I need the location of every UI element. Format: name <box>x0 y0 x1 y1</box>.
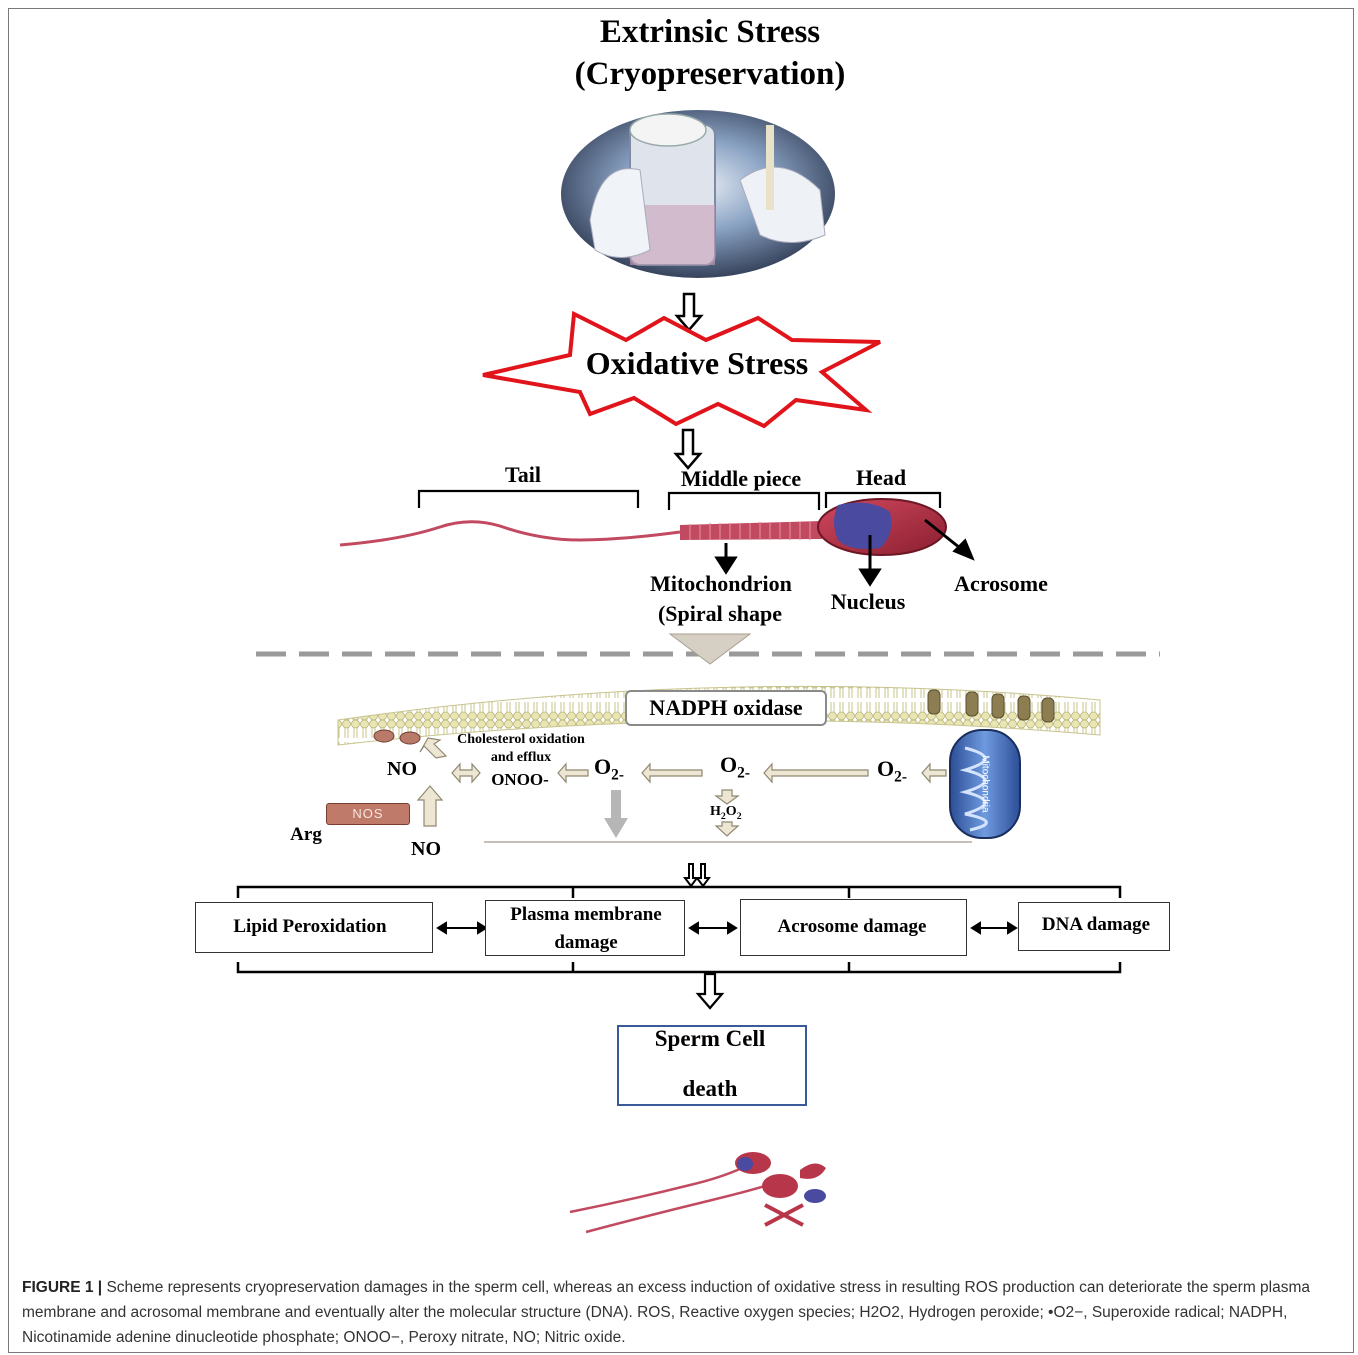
acrosome-label: Acrosome <box>954 571 1048 596</box>
oxidative-stress-burst <box>482 310 881 429</box>
structure-arrows <box>714 518 975 587</box>
down-arrow-2 <box>673 428 703 470</box>
cholesterol-label-1: Cholesterol oxidation <box>457 732 585 747</box>
bidirectional-arrows <box>436 921 1018 935</box>
sperm-cell-death-label-1: Sperm Cell <box>654 1026 766 1051</box>
mitochondrion-label: Mitochondrion <box>650 571 792 596</box>
part-brackets <box>417 489 942 510</box>
cholesterol-label-2: and efflux <box>490 750 552 765</box>
nadph-oxidase-label: NADPH oxidase <box>649 695 803 720</box>
figure-caption: FIGURE 1 | Scheme represents cryopreserv… <box>22 1275 1338 1350</box>
title-line-1: Extrinsic Stress <box>599 14 821 50</box>
grey-vertical-arrow <box>604 790 628 838</box>
cryopreservation-photo <box>561 110 835 278</box>
no-label-top: NO <box>387 758 417 780</box>
h2o2-label: H2O2 <box>710 804 742 822</box>
caption-text: Scheme represents cryopreservation damag… <box>22 1279 1311 1346</box>
acrosome-damage-box <box>740 899 967 956</box>
o2-label-1: O2- <box>594 754 624 784</box>
spiral-shape-label: (Spiral shape <box>657 601 783 626</box>
caption-label: FIGURE 1 | <box>22 1279 103 1296</box>
nucleus-label: Nucleus <box>830 589 906 614</box>
double-arrow-1 <box>683 863 711 888</box>
pathway-arrows <box>416 737 947 837</box>
tail-label: Tail <box>505 462 541 487</box>
head-label: Head <box>855 465 907 490</box>
mitochondria-organelle <box>949 729 1021 839</box>
sperm-cell <box>339 498 947 556</box>
lipid-peroxidation-label: Lipid Peroxidation <box>233 916 387 937</box>
lipid-peroxidation-box <box>195 902 433 953</box>
dead-sperm-illustration <box>569 1152 826 1234</box>
damage-brackets <box>236 885 1122 974</box>
onoo-label: ONOO- <box>491 770 549 789</box>
down-arrow-3 <box>695 972 725 1010</box>
sperm-cell-death-box <box>617 1025 807 1106</box>
arg-label: Arg <box>290 824 322 845</box>
middle-piece-label: Middle piece <box>680 466 802 491</box>
nos-enzyme: NOS <box>326 803 410 825</box>
no-label-bottom: NO <box>411 838 441 860</box>
plasma-membrane-label-1: Plasma membrane <box>510 904 662 925</box>
o2-label-2: O2- <box>720 752 750 782</box>
grey-down-arrow <box>668 633 752 665</box>
plasma-membrane-label-2: damage <box>554 932 618 953</box>
mitochondria-organelle-label: Mitochondria <box>979 755 991 813</box>
title-line-2: (Cryopreservation) <box>574 56 846 92</box>
plasma-membrane-box <box>485 900 685 956</box>
acrosome-damage-label: Acrosome damage <box>777 916 927 937</box>
sperm-cell-death-label-2: death <box>682 1076 738 1101</box>
oxidative-stress-label: Oxidative Stress <box>585 345 809 381</box>
dna-damage-label: DNA damage <box>1041 914 1151 935</box>
o2-label-3: O2- <box>877 756 907 786</box>
dna-damage-box <box>1018 902 1170 951</box>
down-arrow-1 <box>674 292 704 332</box>
nadph-oxidase-box <box>625 690 827 726</box>
